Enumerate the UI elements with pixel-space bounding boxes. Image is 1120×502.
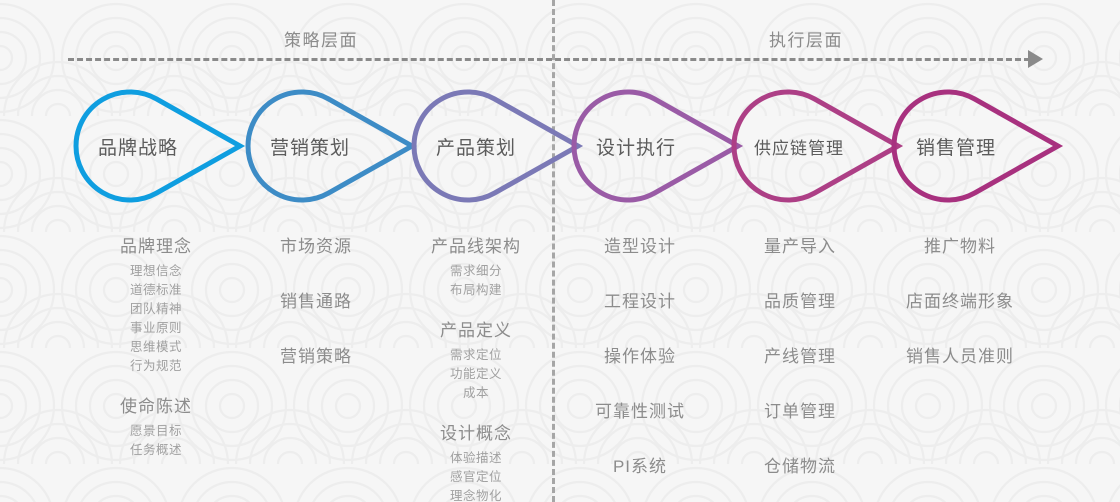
phase-title-execution: 执行层面 — [769, 31, 843, 50]
detail-sub-item: 布局构建 — [449, 283, 502, 297]
detail-column-1: 品牌理念理想信念道德标准团队精神事业原则思维模式行为规范使命陈述愿景目标任务概述 — [76, 232, 236, 464]
process-node-6[interactable]: 销售管理 — [886, 84, 1064, 208]
detail-column-6: 推广物料店面终端形象销售人员准则 — [880, 232, 1040, 367]
process-node-3[interactable]: 产品策划 — [406, 84, 584, 208]
process-node-label: 供应链管理 — [754, 138, 844, 158]
process-node-label: 营销策划 — [269, 137, 350, 159]
detail-group-heading: 产品定义 — [440, 321, 512, 340]
detail-item: 推广物料 — [924, 237, 996, 256]
phase-title-strategy: 策略层面 — [284, 31, 358, 50]
detail-sub-item: 功能定义 — [449, 367, 502, 381]
timeline-dashed-line — [68, 58, 1030, 61]
detail-group: 产品定义需求定位功能定义成本 — [396, 316, 556, 403]
detail-item: PI系统 — [612, 457, 668, 476]
detail-group-heading: 设计概念 — [440, 424, 512, 443]
detail-sub-item: 思维模式 — [129, 340, 182, 354]
detail-item: 订单管理 — [764, 402, 836, 421]
detail-sub-item: 愿景目标 — [129, 424, 182, 438]
detail-sub-item: 需求定位 — [449, 348, 502, 362]
detail-sub-item: 体验描述 — [449, 451, 502, 465]
detail-item: 工程设计 — [604, 292, 676, 311]
process-node-label: 销售管理 — [915, 137, 996, 159]
process-node-label: 设计执行 — [595, 137, 676, 159]
detail-item: 店面终端形象 — [906, 292, 1014, 311]
detail-group-heading: 产品线架构 — [431, 237, 521, 256]
detail-item: 造型设计 — [604, 237, 676, 256]
detail-sub-item: 理想信念 — [129, 264, 182, 278]
detail-item: 市场资源 — [280, 237, 352, 256]
detail-item: 营销策略 — [280, 347, 352, 366]
detail-item: 品质管理 — [764, 292, 836, 311]
detail-item: 可靠性测试 — [595, 402, 685, 421]
detail-sub-item: 道德标准 — [129, 283, 182, 297]
process-node-label: 品牌战略 — [97, 137, 178, 159]
detail-group-heading: 品牌理念 — [120, 237, 192, 256]
detail-sub-item: 理念物化 — [449, 489, 502, 502]
arrow-right-icon — [1028, 50, 1043, 68]
process-node-5[interactable]: 供应链管理 — [726, 84, 904, 208]
detail-group: 产品线架构需求细分布局构建 — [396, 232, 556, 300]
detail-group: 品牌理念理想信念道德标准团队精神事业原则思维模式行为规范 — [76, 232, 236, 376]
detail-item: 仓储物流 — [764, 457, 836, 476]
detail-sub-item: 行为规范 — [129, 359, 182, 373]
detail-column-3: 产品线架构需求细分布局构建产品定义需求定位功能定义成本设计概念体验描述感官定位理… — [396, 232, 556, 502]
detail-sub-item: 成本 — [462, 386, 489, 400]
process-node-1[interactable]: 品牌战略 — [68, 84, 246, 208]
detail-sub-item: 事业原则 — [129, 321, 182, 335]
detail-group: 设计概念体验描述感官定位理念物化 — [396, 419, 556, 502]
detail-item: 产线管理 — [764, 347, 836, 366]
detail-item: 操作体验 — [604, 347, 676, 366]
detail-column-2: 市场资源销售通路营销策略 — [236, 232, 396, 367]
detail-column-5: 量产导入品质管理产线管理订单管理仓储物流 — [720, 232, 880, 477]
detail-sub-item: 团队精神 — [129, 302, 182, 316]
detail-item: 销售人员准则 — [906, 347, 1014, 366]
process-node-4[interactable]: 设计执行 — [566, 84, 744, 208]
detail-group-heading: 使命陈述 — [120, 397, 192, 416]
detail-group: 使命陈述愿景目标任务概述 — [76, 392, 236, 460]
detail-item: 量产导入 — [764, 237, 836, 256]
process-node-2[interactable]: 营销策划 — [240, 84, 418, 208]
detail-column-4: 造型设计工程设计操作体验可靠性测试 PI系统 — [560, 232, 720, 477]
detail-item: 销售通路 — [280, 292, 352, 311]
detail-sub-item: 任务概述 — [129, 443, 182, 457]
detail-sub-item: 需求细分 — [449, 264, 502, 278]
detail-sub-item: 感官定位 — [449, 470, 502, 484]
process-node-label: 产品策划 — [435, 137, 516, 159]
